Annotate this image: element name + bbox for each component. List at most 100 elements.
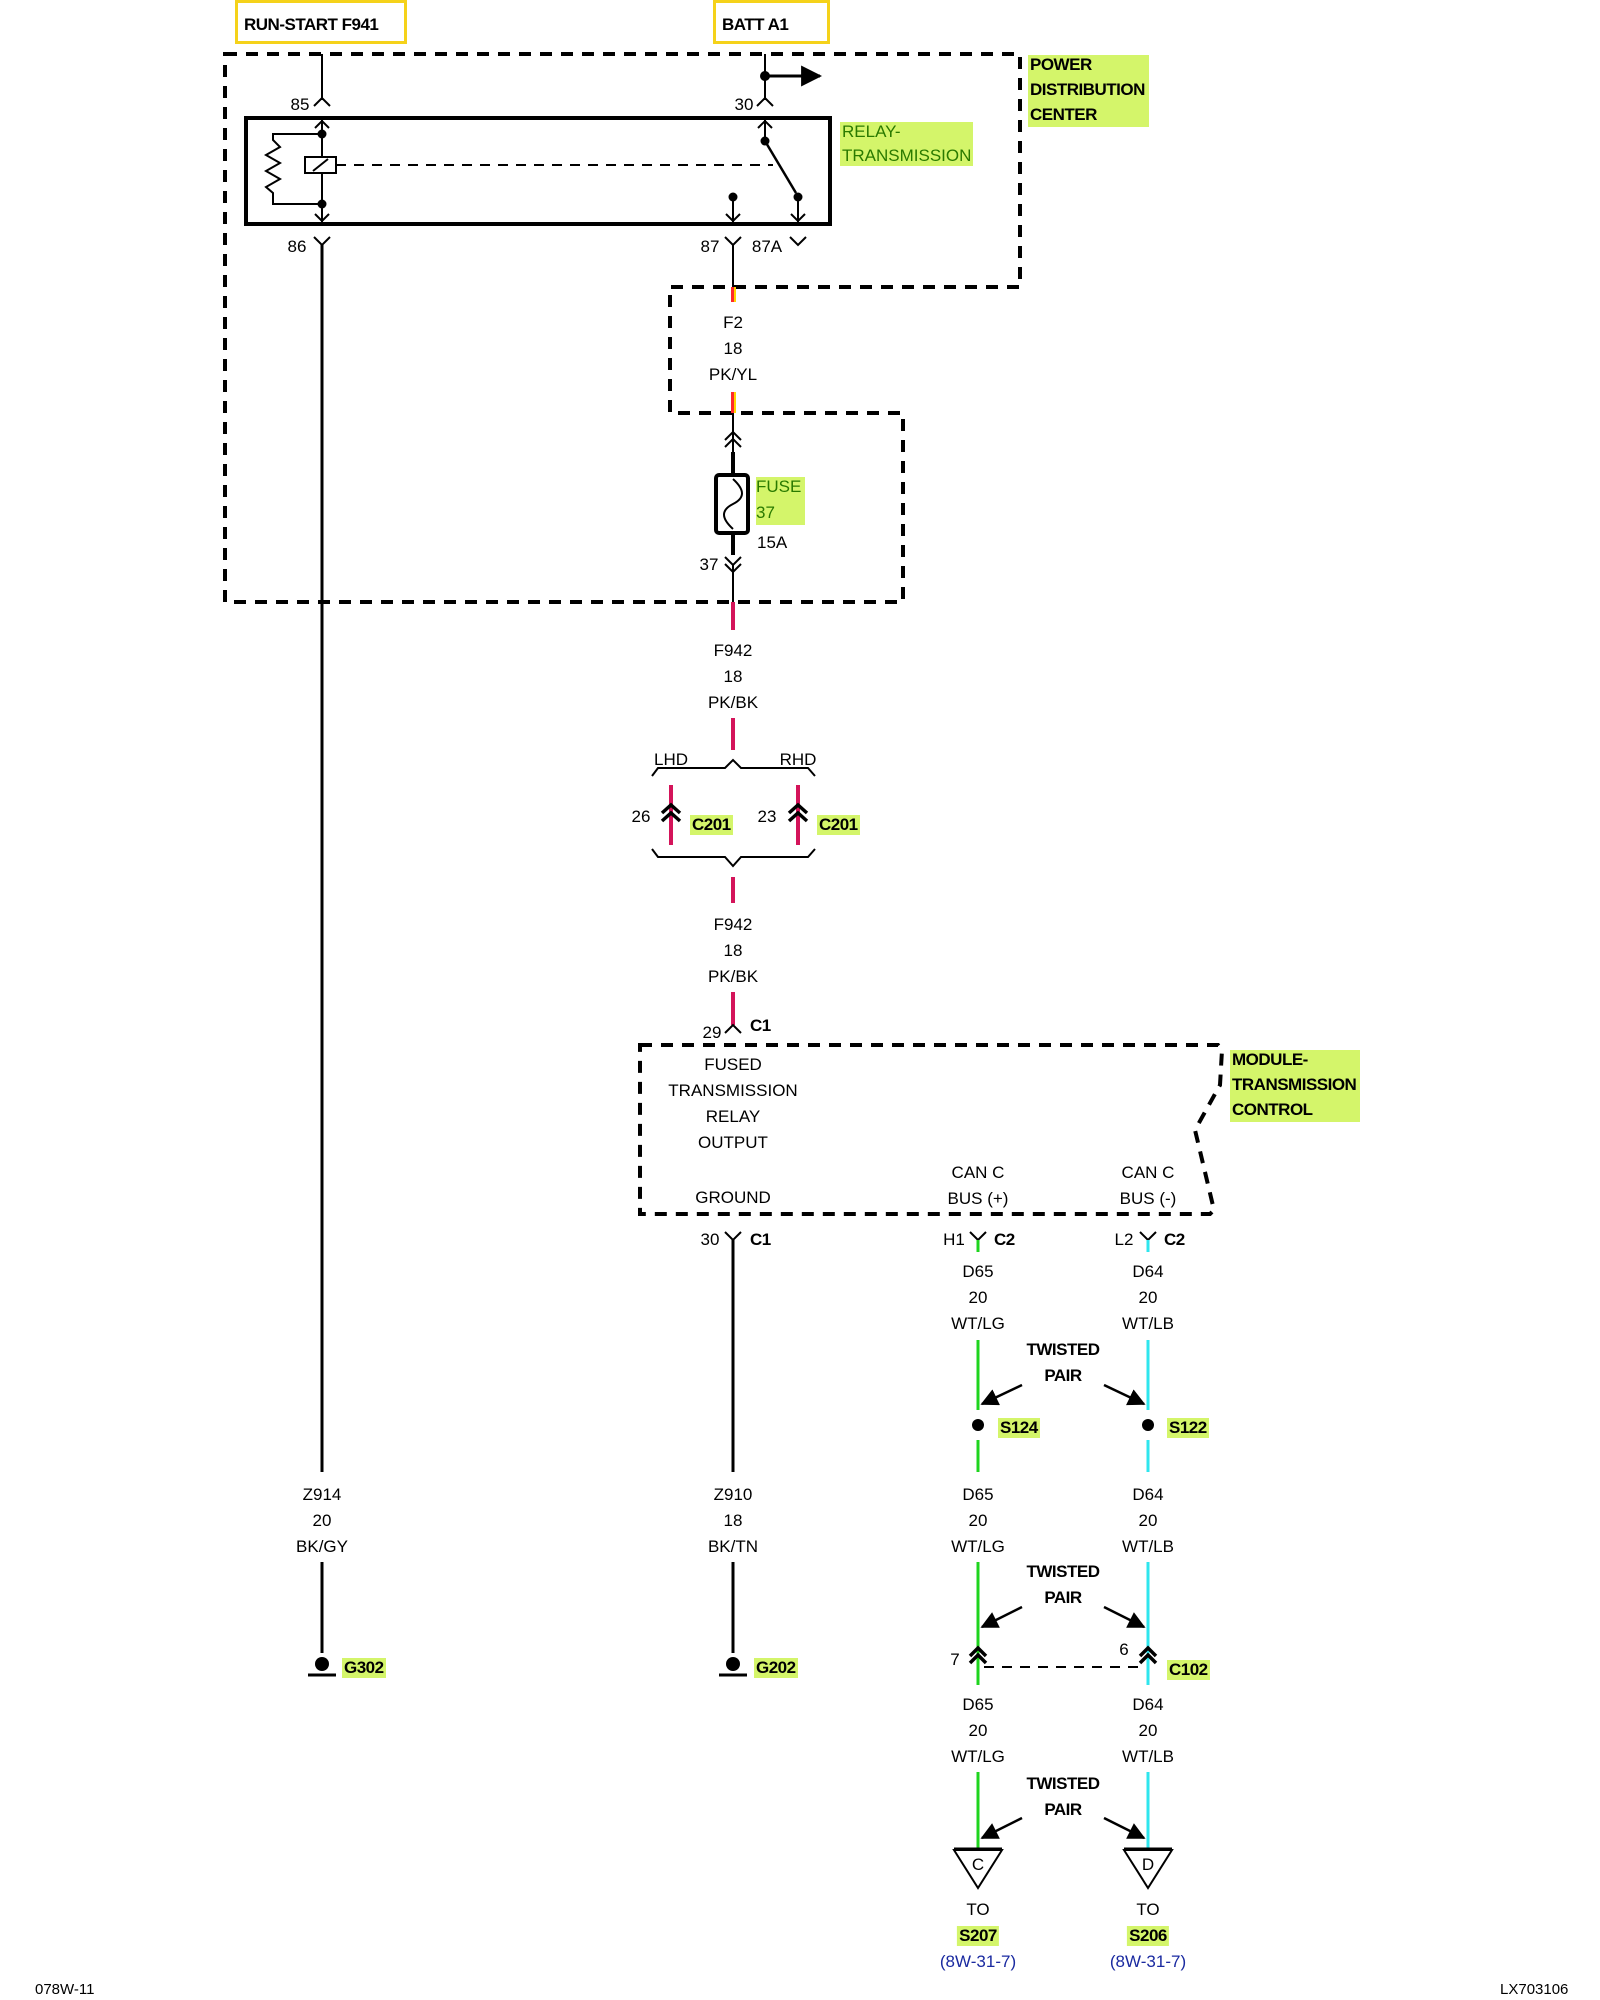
wire-circuit: D64 <box>1132 1695 1164 1714</box>
wire-z914-label: Z914 20 BK/GY <box>296 1485 348 1557</box>
offpage-to-text: TO <box>966 1900 990 1919</box>
ground-g202-icon <box>726 1657 740 1671</box>
c102-pin6-connector <box>1138 1645 1158 1665</box>
twisted-pair-line: TWISTED <box>1026 1340 1101 1359</box>
offpage-to-text: TO <box>1136 1900 1160 1919</box>
coil-bottom-arrow <box>314 213 330 223</box>
wire-f2-label: F2 18 PK/YL <box>709 313 757 385</box>
tcm-pin-can-minus-label: CAN C BUS (-) <box>1120 1163 1177 1209</box>
run-start-label: RUN-START F941 <box>244 15 379 34</box>
pin-85-label: 85 <box>290 95 310 114</box>
twisted-pair-arrow-2-right <box>1103 1605 1146 1629</box>
c201-rhd-connector <box>787 802 809 823</box>
wire-circuit: D64 <box>1132 1262 1164 1281</box>
wire-color: PK/BK <box>707 693 759 712</box>
wire-gauge: 20 <box>1138 1721 1158 1740</box>
c1-pin29-label: 29 <box>702 1023 722 1042</box>
relay-label-line: TRANSMISSION <box>842 146 972 165</box>
fuse-top-connector <box>724 430 742 448</box>
twisted-pair-label-2: TWISTED PAIR <box>1026 1562 1101 1608</box>
wire-gauge: 20 <box>1138 1288 1158 1307</box>
tcm-pin-line: CAN C <box>951 1163 1005 1182</box>
ground-g202-label: G202 <box>754 1658 798 1678</box>
coil-slash <box>312 158 329 172</box>
fuse-cavity-label: 37 <box>699 555 719 574</box>
offpage-d-page-ref-link[interactable]: (8W-31-7) <box>1109 1952 1187 1971</box>
wire-circuit: D65 <box>962 1695 994 1714</box>
wire-gauge: 20 <box>312 1511 332 1530</box>
pin-86-label: 86 <box>287 237 307 256</box>
splice-s124-label: S124 <box>998 1418 1040 1438</box>
tcm-label-line: CONTROL <box>1232 1100 1313 1119</box>
c2-l2-connector <box>1139 1231 1157 1242</box>
wire-d65-label-2: D65 20 WT/LG <box>951 1485 1005 1557</box>
c102-label: C102 <box>1167 1660 1210 1680</box>
c1-pin29-connector <box>724 1023 742 1034</box>
ground-g302-label: G302 <box>342 1658 386 1678</box>
fuse-label-line: FUSE <box>756 477 802 496</box>
footer-page-id: 078W-11 <box>35 1981 95 1998</box>
relay-switch-blade <box>763 140 798 194</box>
relay-label: RELAY- TRANSMISSION <box>840 122 974 166</box>
offpage-c-splice-label: S207 <box>957 1926 999 1946</box>
offpage-d-destination[interactable]: TO S206 (8W-31-7) <box>1110 1900 1186 1972</box>
fuse-rating: 15A <box>757 533 788 552</box>
c2-connector-label-h1: C2 <box>994 1230 1015 1249</box>
twisted-pair-line: PAIR <box>1044 1800 1082 1819</box>
splice-s122-label: S122 <box>1167 1418 1209 1438</box>
rhd-label: RHD <box>779 750 817 769</box>
wire-d65-label-3: D65 20 WT/LG <box>951 1695 1005 1767</box>
batt-source-box: BATT A1 <box>713 0 830 44</box>
tcm-label: MODULE- TRANSMISSION CONTROL <box>1230 1050 1361 1122</box>
tcm-pin-line: BUS (+) <box>947 1189 1009 1208</box>
twisted-pair-line: TWISTED <box>1026 1562 1101 1581</box>
footer-drawing-id: LX703106 <box>1500 1981 1569 1998</box>
wire-d64-label-2: D64 20 WT/LB <box>1122 1485 1174 1557</box>
tcm-pin-fused-output-label: FUSED TRANSMISSION RELAY OUTPUT <box>668 1055 797 1153</box>
pdc-label: POWER DISTRIBUTION CENTER <box>1028 55 1149 127</box>
fuse-label-line: 37 <box>756 503 775 522</box>
tcm-pin-ground-label: GROUND <box>695 1188 771 1207</box>
pin-87a-connector <box>789 236 807 247</box>
arrow-87-internal <box>725 213 741 223</box>
twisted-pair-arrow-1-right <box>1103 1383 1146 1406</box>
twisted-pair-arrow-2-left <box>980 1605 1023 1629</box>
twisted-pair-line: TWISTED <box>1026 1774 1101 1793</box>
c2-l2-pin-label: L2 <box>1114 1230 1134 1249</box>
wire-color: WT/LB <box>1122 1747 1174 1766</box>
tcm-boundary <box>638 1043 1225 1216</box>
twisted-pair-arrow-1-left <box>980 1383 1023 1406</box>
wire-color: WT/LG <box>951 1747 1005 1766</box>
switch-top-arrow <box>757 119 773 129</box>
wire-f942-label-b: F942 18 PK/BK <box>708 915 758 987</box>
wire-circuit: D64 <box>1132 1485 1164 1504</box>
pdc-label-line: POWER <box>1030 55 1092 74</box>
batt-label: BATT A1 <box>722 15 789 34</box>
wire-gauge: 20 <box>968 1288 988 1307</box>
offpage-d-splice-label: S206 <box>1127 1926 1169 1946</box>
offpage-c-page-ref-link[interactable]: (8W-31-7) <box>939 1952 1017 1971</box>
pdc-label-line: CENTER <box>1030 105 1097 124</box>
offpage-c-destination[interactable]: TO S207 (8W-31-7) <box>940 1900 1016 1972</box>
wire-color: PK/BK <box>707 967 759 986</box>
c102-pin6-label: 6 <box>1119 1640 1129 1659</box>
tcm-label-line: TRANSMISSION <box>1232 1075 1357 1094</box>
arrow-87a-internal <box>790 213 806 223</box>
wire-color: BK/GY <box>296 1537 348 1556</box>
wire-circuit: Z910 <box>713 1485 753 1504</box>
tcm-pin-line: OUTPUT <box>698 1133 768 1152</box>
fuse-element <box>723 478 743 530</box>
c2-h1-connector <box>969 1231 987 1242</box>
c1-pin30-label: 30 <box>700 1230 720 1249</box>
wire-gauge: 18 <box>723 339 743 358</box>
pin-87a-label: 87A <box>751 237 783 256</box>
splice-s122-dot <box>1142 1419 1154 1431</box>
pin-86-connector <box>313 236 331 247</box>
tcm-pin-line: FUSED <box>704 1055 762 1074</box>
wire-gauge: 20 <box>968 1511 988 1530</box>
wire-circuit: D65 <box>962 1485 994 1504</box>
coil-top-arrow <box>314 119 330 129</box>
pin-30-connector <box>756 96 774 107</box>
wire-d65-label-1: D65 20 WT/LG <box>951 1262 1005 1334</box>
